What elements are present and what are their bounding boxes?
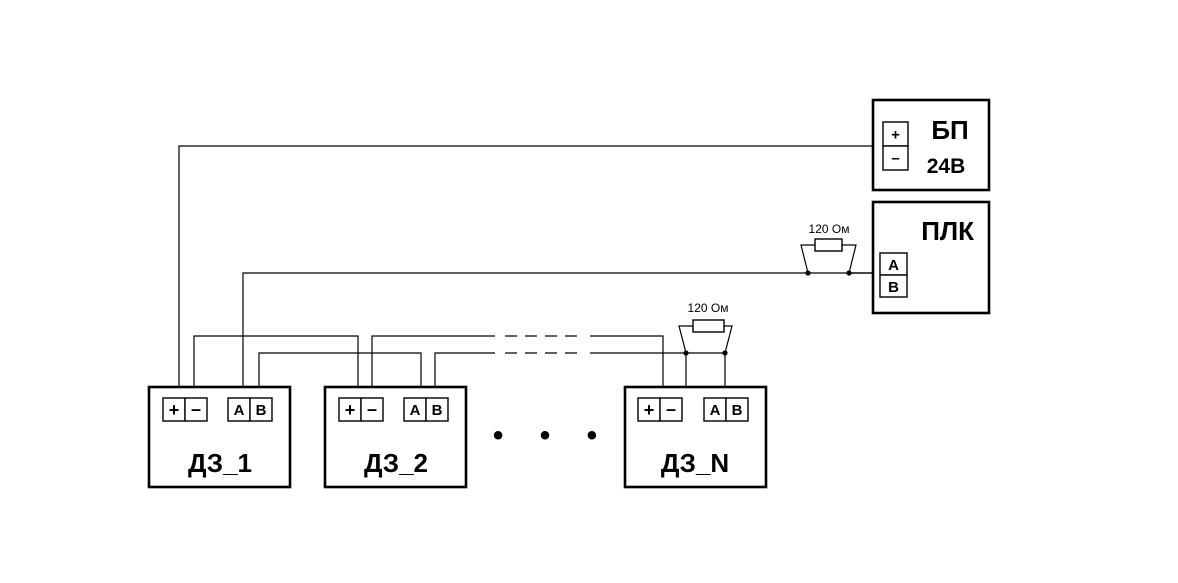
sensor-terminal-b-label: B xyxy=(256,402,267,419)
plc-block: A B ПЛК xyxy=(871,200,991,315)
power-supply-block: + – БП 24В xyxy=(871,98,991,192)
sensor-terminal-b-label: B xyxy=(732,402,743,419)
resistor-body xyxy=(692,319,725,333)
sensor-block-2: + – A B ДЗ_2 xyxy=(323,385,468,489)
junction-dot xyxy=(683,350,689,356)
plc-terminal-b xyxy=(879,274,908,298)
sensor-terminal-b xyxy=(725,397,749,422)
sensor-terminal-b-label: B xyxy=(432,402,443,419)
sensor-terminal-minus-label: – xyxy=(367,399,377,419)
junction-dot xyxy=(722,350,728,356)
rs485-b-wire-n xyxy=(590,352,726,391)
junction-dot xyxy=(846,270,852,276)
plc-title: ПЛК xyxy=(921,216,974,246)
end-resistor-lead-right xyxy=(724,325,733,354)
psu-terminal-plus-label: + xyxy=(891,127,900,144)
end-resistor-lead-left xyxy=(678,325,693,354)
psu-terminal-minus xyxy=(882,145,909,171)
plc-terminal-b-label: B xyxy=(888,279,899,296)
resistor-label: 120 Ом xyxy=(688,301,729,315)
sensor-block-1: + – A B ДЗ_1 xyxy=(147,385,292,489)
wires xyxy=(178,145,893,391)
power-minus-wire-2 xyxy=(371,335,495,391)
rs485-a-wire-plc xyxy=(242,272,880,391)
plc-terminal-a-label: A xyxy=(888,257,899,274)
psu-terminal-plus xyxy=(882,121,909,147)
plc-resistor-lead-right xyxy=(842,244,857,274)
sensor-terminal-minus-label: – xyxy=(666,399,676,419)
sensor-name: ДЗ_1 xyxy=(188,448,252,478)
sensor-terminal-plus-label: + xyxy=(169,400,180,420)
more-sensors-ellipsis: • • • xyxy=(493,419,611,452)
sensor-terminal-plus-label: + xyxy=(644,400,655,420)
power-plus-wire xyxy=(178,145,893,391)
power-minus-wire-1 xyxy=(193,335,359,391)
sensor-terminal-b xyxy=(249,397,273,422)
sensor-terminal-minus xyxy=(659,397,683,422)
plc-terminator-resistor: 120 Ом xyxy=(809,222,850,252)
resistor-label: 120 Ом xyxy=(809,222,850,236)
sensor-terminal-b xyxy=(425,397,449,422)
psu-title: БП xyxy=(931,115,968,145)
sensor-terminal-a-label: A xyxy=(710,402,721,419)
plc-resistor-lead-left xyxy=(800,244,815,274)
rs485-b-wire-2 xyxy=(434,352,495,391)
sensor-name: ДЗ_N xyxy=(661,448,729,478)
power-minus-wire-n xyxy=(590,335,664,391)
sensor-terminal-a-label: A xyxy=(234,402,245,419)
psu-terminal-minus-label: – xyxy=(891,150,899,167)
sensor-terminal-minus xyxy=(360,397,384,422)
psu-voltage: 24В xyxy=(927,155,966,178)
sensor-terminal-minus-label: – xyxy=(191,399,201,419)
resistor-body xyxy=(814,238,843,252)
junction-dot xyxy=(805,270,811,276)
sensor-name: ДЗ_2 xyxy=(364,448,428,478)
sensor-terminal-plus-label: + xyxy=(345,400,356,420)
rs485-b-wire-1 xyxy=(258,352,422,391)
end-terminator-resistor: 120 Ом xyxy=(688,301,729,333)
junction-dots xyxy=(683,270,852,356)
sensor-terminal-minus xyxy=(184,397,208,422)
sensor-block-n: + – A B ДЗ_N xyxy=(623,385,768,489)
sensor-terminal-a-label: A xyxy=(410,402,421,419)
